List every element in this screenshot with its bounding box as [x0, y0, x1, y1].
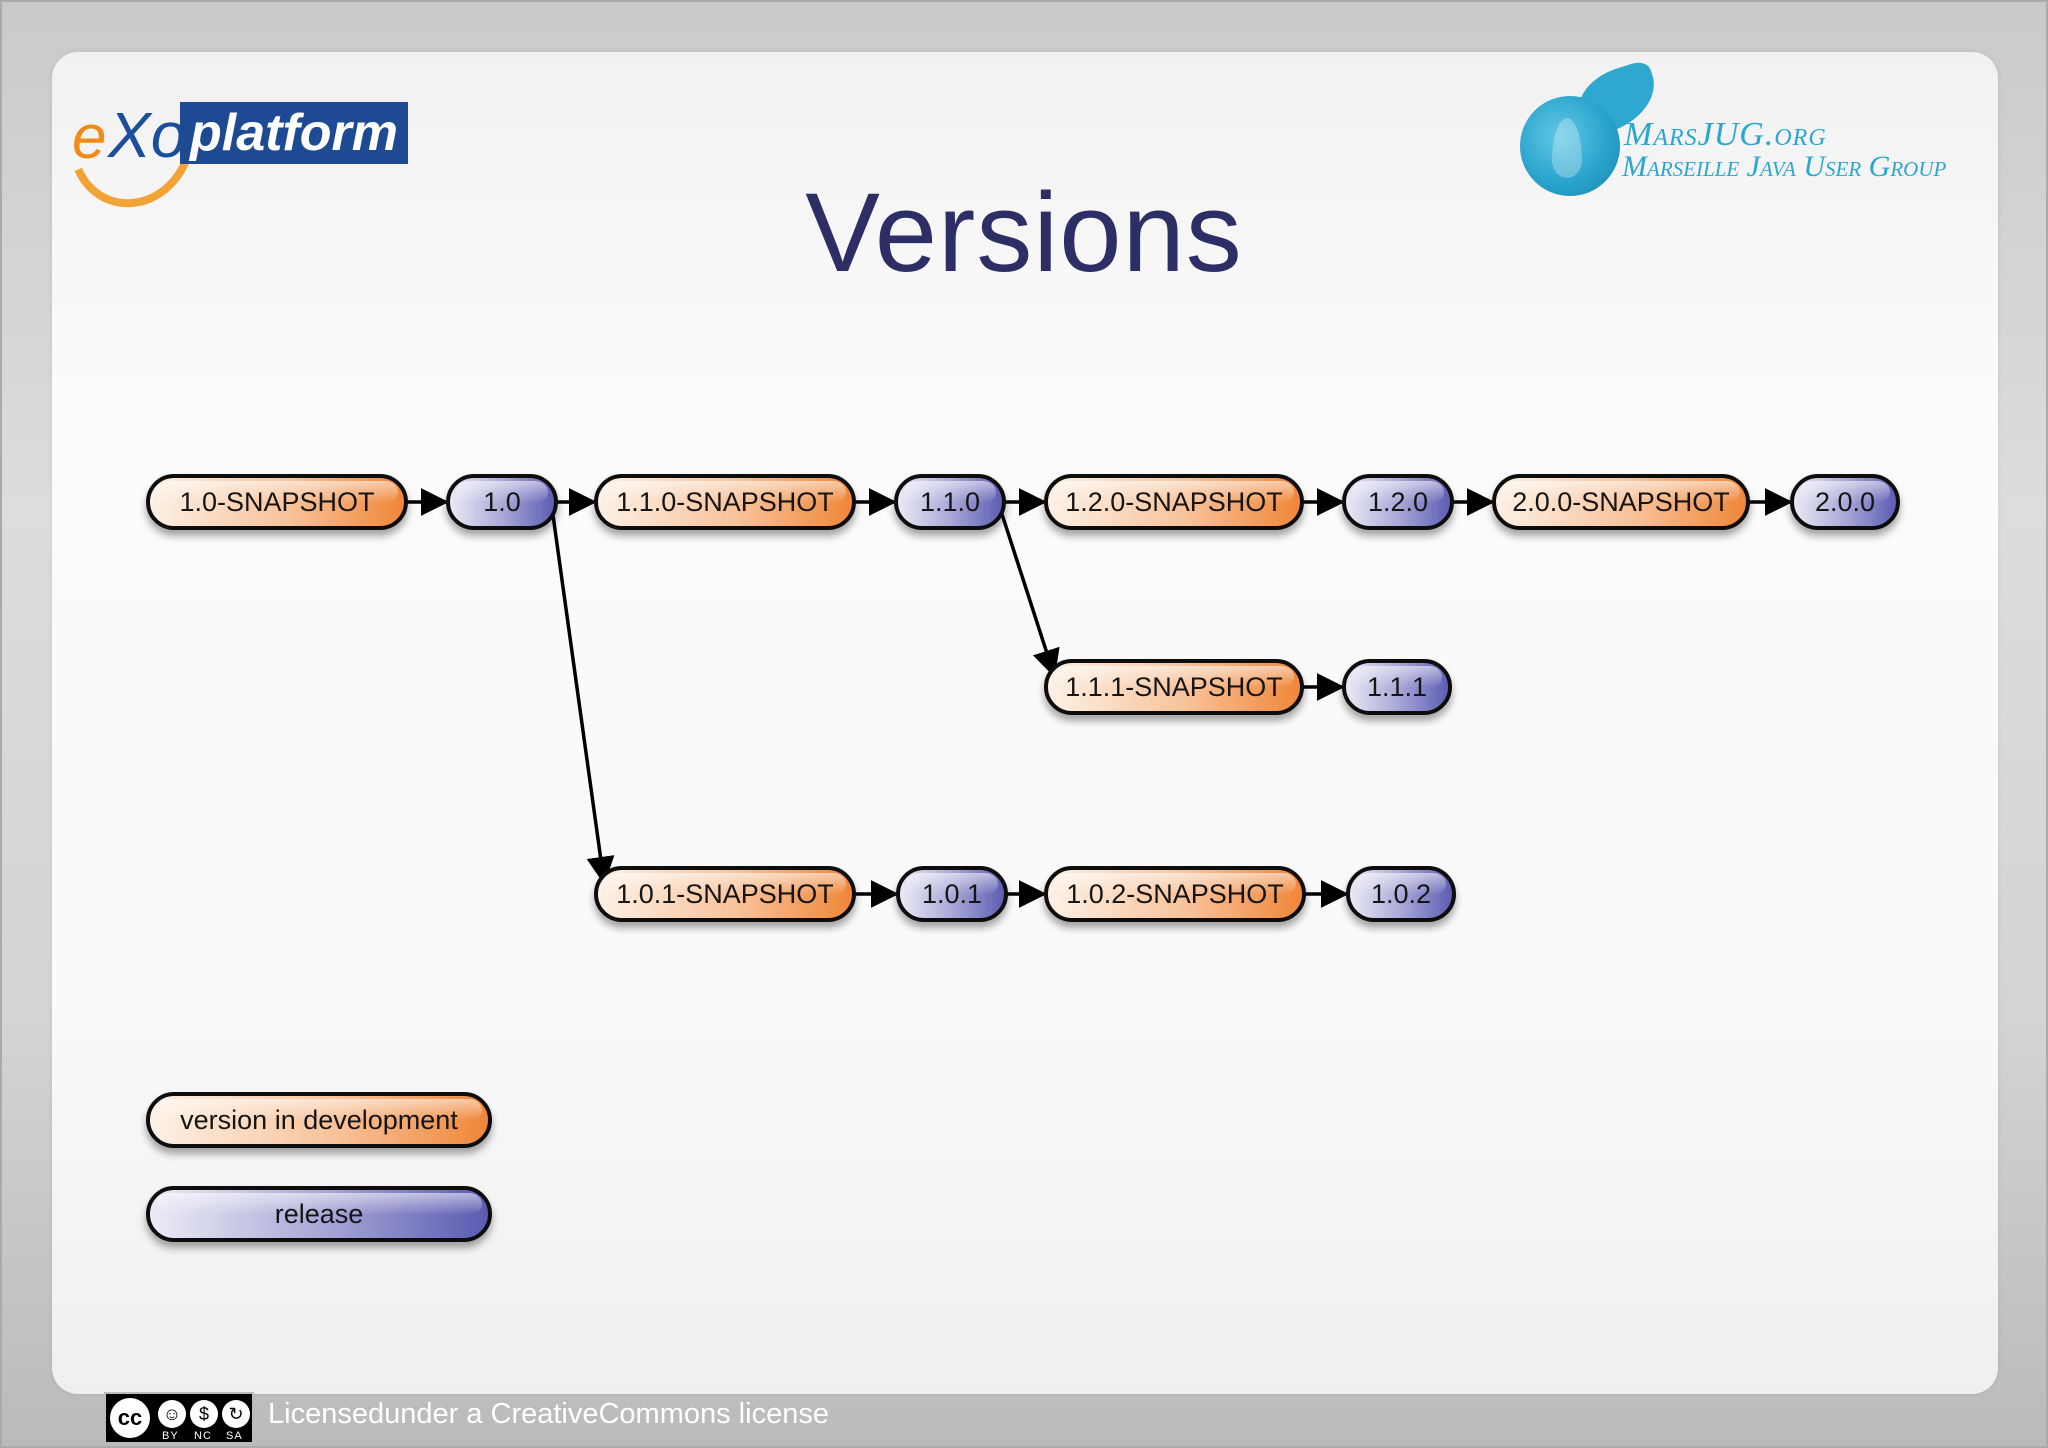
pill-gloss	[1054, 481, 1294, 503]
pill-gloss	[1356, 873, 1446, 895]
flame-icon	[1552, 118, 1582, 178]
sa-label: SA	[226, 1430, 243, 1442]
pill-gloss	[1054, 873, 1296, 895]
legend-layer: version in development release	[146, 1092, 492, 1242]
node-2-0-0-snapshot: 2.0.0-SNAPSHOT	[1492, 474, 1750, 530]
legend-version-in-development: version in development	[146, 1092, 492, 1148]
pill-gloss	[904, 481, 996, 503]
logo-letter-e: e	[72, 103, 107, 172]
exo-platform-logo: e Xo platform ®	[50, 52, 410, 226]
by-label: BY	[162, 1430, 179, 1442]
node-1-0-1: 1.0.1	[896, 866, 1008, 922]
nodes-layer: 1.0-SNAPSHOT 1.0 1.1.0-SNAPSHOT 1.1.0 1.2.0-…	[146, 474, 1900, 922]
node-1-2-0-snapshot: 1.2.0-SNAPSHOT	[1044, 474, 1304, 530]
node-label: 1.1.0	[920, 487, 980, 517]
node-label: version in development	[180, 1105, 458, 1135]
marsjug-tagline: Marseille Java User Group	[1622, 150, 1947, 183]
node-1-1-1-snapshot: 1.1.1-SNAPSHOT	[1044, 659, 1304, 715]
slide-title: Versions	[805, 170, 1243, 295]
license-text: Licensedunder a CreativeCommons license	[268, 1398, 829, 1430]
node-label: 1.0	[483, 487, 521, 517]
logo-word-platform: platform	[180, 102, 408, 164]
edges-layer	[406, 488, 1793, 908]
noncommercial-icon: $	[190, 1400, 218, 1428]
logo-letters-xo: Xo	[108, 99, 187, 171]
pill-gloss	[1352, 481, 1444, 503]
registered-mark: ®	[382, 100, 399, 125]
pill-gloss	[456, 481, 548, 503]
coffee-circle-icon	[1520, 96, 1620, 196]
node-1-1-0: 1.1.0	[894, 474, 1006, 530]
node-label: 1.1.0-SNAPSHOT	[616, 487, 834, 517]
node-1-2-0: 1.2.0	[1342, 474, 1454, 530]
node-label: release	[275, 1199, 364, 1229]
node-label: 1.0.2-SNAPSHOT	[1066, 879, 1284, 909]
slide-panel	[52, 52, 1998, 1394]
node-label: 1.1.1-SNAPSHOT	[1065, 672, 1283, 702]
edge-1-1-0-to-1-1-1-snapshot	[998, 507, 1060, 678]
node-label: 1.2.0	[1368, 487, 1428, 517]
legend-release: release	[146, 1186, 492, 1242]
node-label: 2.0.0	[1815, 487, 1875, 517]
edge-1-0-to-1-0-1-snapshot	[550, 507, 615, 885]
node-label: 1.0.2	[1371, 879, 1431, 909]
attribution-icon: ☺	[158, 1400, 186, 1428]
cc-icon: cc	[110, 1398, 150, 1438]
pill-gloss	[1502, 481, 1740, 503]
node-1-0-2: 1.0.2	[1346, 866, 1456, 922]
node-1-0-1-snapshot: 1.0.1-SNAPSHOT	[594, 866, 856, 922]
sharealike-icon: ↻	[222, 1400, 250, 1428]
pill-gloss	[1800, 481, 1890, 503]
node-1-1-0-snapshot: 1.1.0-SNAPSHOT	[594, 474, 856, 530]
node-label: 1.0.1-SNAPSHOT	[616, 879, 834, 909]
node-1-0: 1.0	[446, 474, 558, 530]
node-label: 1.2.0-SNAPSHOT	[1065, 487, 1283, 517]
marsjug-name: MarsJUG.org	[1624, 116, 1827, 153]
nc-label: NC	[194, 1430, 212, 1442]
pill-gloss	[156, 1099, 482, 1121]
marsjug-logo: MarsJUG.org Marseille Java User Group	[1516, 58, 1996, 196]
node-label: 1.0.1	[922, 879, 982, 909]
node-label: 2.0.0-SNAPSHOT	[1512, 487, 1730, 517]
node-label: 1.1.1	[1367, 672, 1427, 702]
creative-commons-badge[interactable]: cc ☺ $ ↻ BY NC SA	[104, 1392, 254, 1444]
pill-gloss	[156, 481, 398, 503]
pill-gloss	[906, 873, 998, 895]
pill-gloss	[1352, 666, 1442, 688]
pill-gloss	[1054, 666, 1294, 688]
pill-gloss	[604, 481, 846, 503]
node-1-0-2-snapshot: 1.0.2-SNAPSHOT	[1044, 866, 1306, 922]
node-1-1-1: 1.1.1	[1342, 659, 1452, 715]
pill-gloss	[156, 1193, 482, 1215]
node-label: 1.0-SNAPSHOT	[179, 487, 374, 517]
node-2-0-0: 2.0.0	[1790, 474, 1900, 530]
node-1-0-snapshot: 1.0-SNAPSHOT	[146, 474, 408, 530]
pill-gloss	[604, 873, 846, 895]
